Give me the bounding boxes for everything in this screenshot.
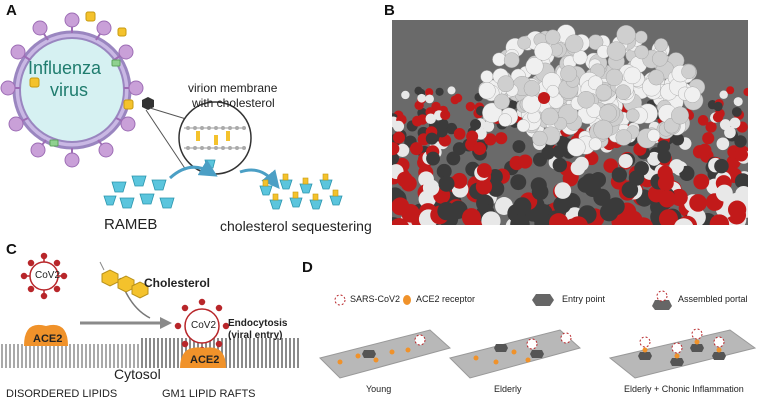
ace2-right-icon (180, 347, 226, 368)
panel-c-illustration (0, 252, 300, 368)
membrane-elderly (449, 329, 582, 379)
membrane-label-line1: virion membrane (188, 81, 278, 95)
membrane-elderly-inflammation (608, 328, 757, 379)
membrane-label-line2: with cholesterol (192, 96, 275, 110)
membrane-young (319, 329, 452, 379)
cov2-left-label: CoV2 (35, 270, 61, 281)
cholesterol-label: Cholesterol (144, 276, 211, 290)
cholesterol-icon (99, 261, 149, 299)
endocytosis-label-line2: (viral entry) (228, 330, 283, 341)
membrane-zoom-circle (178, 101, 252, 175)
legend-ace2-label: ACE2 receptor (416, 294, 476, 304)
cov2-left-icon (20, 252, 68, 300)
sequester-label: cholesterol sequestering (220, 218, 372, 234)
panel-a-illustration (0, 11, 343, 210)
legend-entry-point-label: Entry point (562, 294, 606, 304)
disordered-lipids-caption: DISORDERED LIPIDS (6, 388, 118, 400)
virus-label-line2: virus (50, 80, 89, 100)
legend-assembled-portal-icon (652, 290, 672, 310)
panel-d-letter: D (302, 259, 313, 276)
caption-young: Young (366, 384, 392, 394)
ace2-right-label: ACE2 (190, 354, 220, 366)
gm1-lipid-rafts-caption: GM1 LIPID RAFTS (162, 388, 256, 400)
legend-ace2-icon (403, 295, 411, 305)
ace2-left-icon (24, 324, 68, 346)
panel-d-illustration (319, 290, 757, 379)
panel-a-letter: A (6, 2, 17, 19)
legend-sars-cov2-label: SARS-CoV2 (350, 294, 401, 304)
rameb-cluster (103, 175, 175, 209)
panel-c-letter: C (6, 241, 17, 258)
cov2-right-icon (174, 298, 230, 354)
rameb-label: RAMEB (104, 216, 158, 233)
virus-envelope (12, 30, 132, 150)
cytosol-label: Cytosol (114, 366, 161, 382)
legend-sars-cov2-icon (334, 294, 346, 306)
caption-elderly: Elderly (494, 384, 522, 394)
panel-b-letter: B (384, 2, 395, 19)
legend-assembled-portal-label: Assembled portal (678, 294, 748, 304)
ace2-left-label: ACE2 (33, 333, 63, 345)
legend-entry-point-icon (532, 294, 554, 306)
zoom-marker-icon (142, 97, 154, 110)
caption-elderly-inflammation: Elderly + Chonic Inflammation (624, 384, 744, 394)
virus-label-line1: Influenza (28, 58, 102, 78)
cov2-right-label: CoV2 (191, 320, 217, 331)
endocytosis-label-line1: Endocytosis (228, 318, 288, 329)
molecular-render-image (392, 20, 748, 225)
sequestered-cluster (259, 173, 343, 210)
